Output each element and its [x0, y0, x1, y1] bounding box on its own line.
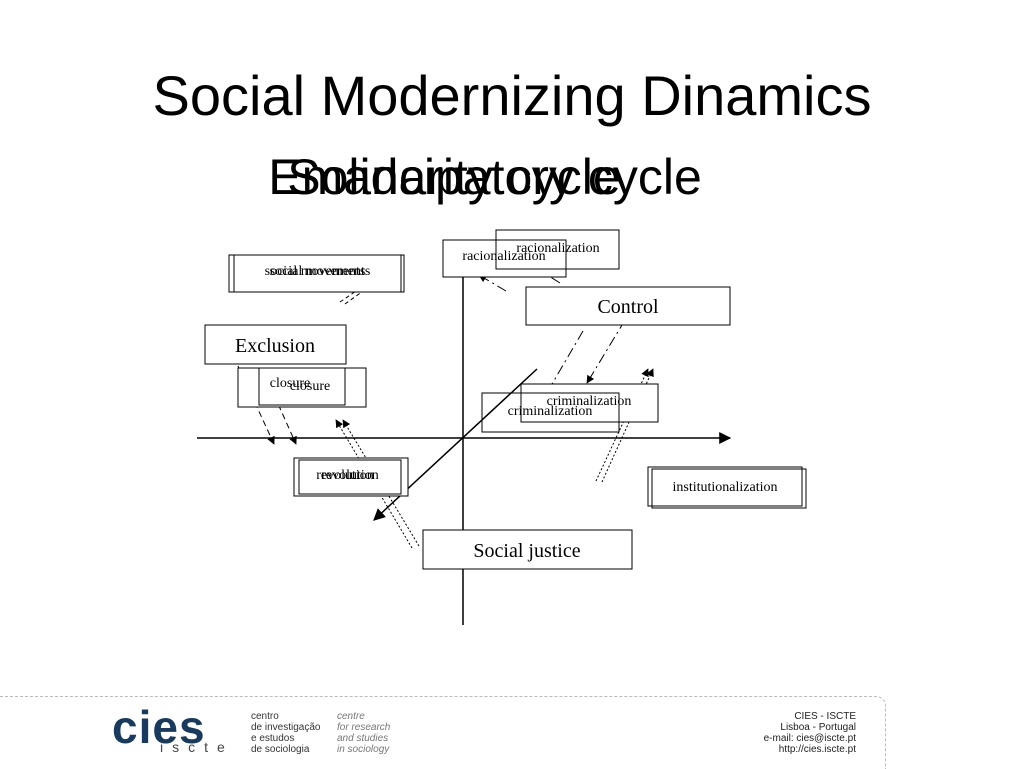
arrow-revolution-1 [335, 419, 413, 549]
arrow-institutionalization-2 [601, 368, 654, 483]
footer-pt-line: de investigação [251, 722, 321, 733]
footer-english-text: centre for research and studies in socio… [337, 711, 390, 755]
criminalization-label-a: criminalization [547, 394, 632, 409]
footer-contact-line: Lisboa - Portugal [780, 722, 856, 733]
box-control: Control [525, 286, 731, 326]
box-racionalization-b: racionalization [495, 229, 620, 270]
iscte-logo-text: iscte [160, 739, 234, 755]
arrow-to-racionalization [478, 274, 507, 292]
footer-contact: CIES - ISCTE Lisboa - Portugal e-mail: c… [764, 711, 856, 755]
arrow-control-2 [586, 319, 626, 384]
closure-label-b: closure [270, 376, 310, 391]
box-exclusion: Exclusion [204, 324, 347, 365]
arrow-social-movements-2 [344, 265, 399, 305]
footer-contact-url[interactable]: http://cies.iscte.pt [778, 744, 856, 755]
box-institutionalization: institutionalization [647, 466, 807, 509]
footer-en-line: and studies [337, 733, 389, 744]
box-criminalization-b: criminalization [481, 392, 620, 433]
revolution-label-b: revolution [316, 468, 374, 483]
footer-contact-line: CIES - ISCTE [794, 711, 856, 722]
footer-en-line: for research [337, 722, 391, 733]
footer-pt-line: de sociologia [251, 744, 310, 755]
exclusion-label: Exclusion [235, 335, 315, 357]
modernizing-cycle-diagram: social movements social movements Exclus… [197, 229, 807, 625]
footer-pt-line: centro [251, 711, 279, 722]
footer-divider [0, 696, 886, 769]
social-movements-label-a: social movements [265, 264, 366, 279]
slide-title: Social Modernizing Dinamics [152, 64, 872, 127]
box-social-justice: Social justice [422, 529, 633, 570]
box-criminalization-a: criminalization [520, 383, 659, 423]
box-racionalization-a: racionalization [442, 239, 567, 278]
box-closure-b: closure [258, 367, 346, 406]
revolution-label-a: revolution [321, 468, 379, 483]
racionalization-label-a: racionalization [462, 249, 545, 264]
institutionalization-label: institutionalization [673, 480, 778, 495]
diagonal-arrow [373, 368, 538, 521]
social-movements-label-b: social movements [270, 264, 371, 279]
control-label: Control [597, 296, 659, 318]
box-revolution-b: revolution [298, 459, 402, 495]
footer-en-line: in sociology [337, 744, 390, 755]
box-revolution-a: revolution [293, 457, 409, 497]
subtitle-emancipatory: Emancipatory cycle [268, 149, 702, 205]
social-justice-label: Social justice [473, 540, 580, 562]
criminalization-label-b: criminalization [508, 404, 593, 419]
cies-logo: cies [112, 701, 206, 753]
subtitle-solidarity: Solidarity cycle [287, 149, 621, 205]
footer-pt-line: e estudos [251, 733, 295, 744]
footer-portuguese-text: centro de investigação e estudos de soci… [251, 711, 321, 755]
closure-label-a: closure [290, 379, 330, 394]
footer-contact-email[interactable]: e-mail: cies@iscte.pt [763, 733, 856, 744]
racionalization-label-b: racionalization [516, 241, 599, 256]
arrow-institutionalization-1 [595, 368, 649, 482]
box-social-movements-b: social movements [233, 254, 405, 293]
footer-en-line: centre [337, 711, 365, 722]
